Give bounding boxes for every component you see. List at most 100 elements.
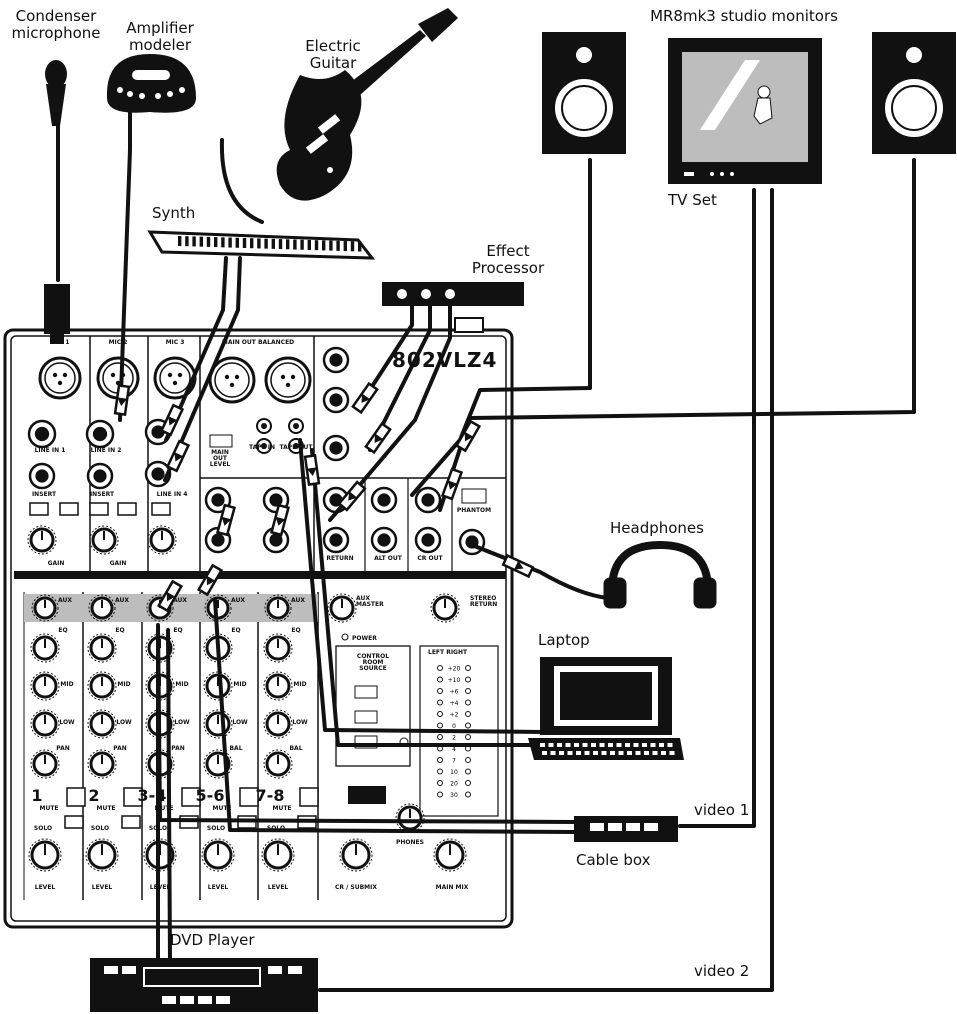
label-electric-guitar: Electric Guitar — [305, 37, 361, 73]
synth-key — [250, 238, 254, 249]
effect-cable-2 — [368, 303, 432, 452]
mixer-main-out-label: MAIN OUT BALANCED — [221, 339, 295, 346]
laptop-cable-2 — [310, 448, 547, 747]
jack-alt-out-r — [370, 526, 398, 554]
plug-effect-1 — [351, 381, 379, 415]
laptop-key — [599, 743, 605, 747]
laptop-key — [548, 743, 554, 747]
pan-label-ch5: BAL — [289, 745, 303, 752]
synth-cable-l — [164, 256, 228, 442]
pan-label-ch4: BAL — [229, 745, 243, 752]
label-video-1: video 1 — [694, 801, 750, 819]
mixer-unit — [3, 317, 514, 929]
mixer-power-label: POWER — [352, 635, 377, 642]
mixer-stereo-return-label: STEREO RETURN — [470, 595, 498, 608]
mute-label-ch3: MUTE — [154, 805, 174, 812]
effect-cable-1 — [358, 303, 414, 407]
meter-mark: 10 — [450, 769, 458, 776]
gain-knob-2 — [89, 525, 119, 555]
label-dvd-player: DVD Player — [170, 931, 255, 949]
effect-processor-icon — [382, 282, 524, 306]
cable-runs — [56, 110, 916, 992]
label-video-2: video 2 — [694, 962, 750, 980]
low-label-ch5: LOW — [292, 719, 308, 726]
jack-line-in-2 — [85, 419, 115, 449]
synth-key — [192, 236, 196, 247]
jack-return-r — [322, 526, 350, 554]
headphones-cable — [470, 543, 610, 600]
mixer-line-in-2-label: LINE IN 2 — [90, 447, 122, 454]
jack-alt-out-l — [370, 486, 398, 514]
synth-key — [307, 239, 311, 250]
synth-key — [178, 236, 182, 246]
cable-plugs — [113, 381, 535, 613]
laptop-key — [635, 751, 641, 755]
eq-label-ch5: EQ — [291, 627, 301, 634]
meter-led-right — [465, 665, 471, 671]
solo-label-ch5: SOLO — [266, 825, 286, 832]
channel-number-2: 2 — [88, 786, 100, 805]
guitar-cable — [219, 138, 264, 224]
mute-label-ch1: MUTE — [39, 805, 59, 812]
speaker-icon — [542, 32, 626, 154]
channel-number-1: 1 — [31, 786, 43, 805]
mute-label-ch4: MUTE — [212, 805, 232, 812]
mid-label-ch3: MID — [175, 681, 189, 688]
level-knob-ch4 — [201, 838, 235, 872]
synth-key — [336, 240, 340, 251]
aux-label-ch3: AUX — [173, 597, 187, 604]
plug-monitor-left — [454, 419, 482, 453]
plug-headphones — [501, 553, 535, 579]
laptop-key — [584, 751, 590, 755]
xlr-input-1 — [38, 356, 82, 400]
mixer-brand: 802VLZ4 — [392, 348, 498, 372]
mixer-main-out-level-label: MAIN OUT LEVEL — [209, 449, 231, 468]
label-synth: Synth — [152, 204, 196, 222]
laptop-key — [652, 751, 658, 755]
laptop-key — [669, 751, 675, 755]
rca-jack-3 — [288, 418, 304, 434]
effect-cable-3 — [328, 303, 452, 522]
synth-key — [221, 237, 225, 248]
meter-mark: +4 — [450, 700, 459, 707]
mute-button-ch3 — [181, 787, 201, 807]
synth-key — [358, 241, 362, 252]
aux-label-ch2: AUX — [115, 597, 129, 604]
solo-label-ch3: SOLO — [148, 825, 168, 832]
aux-label-ch4: AUX — [231, 597, 245, 604]
mixer-cr-submix-label: CR / SUBMIX — [335, 884, 377, 891]
synth-key — [214, 237, 218, 248]
mixer-control-room-label: CONTROL ROOM SOURCE — [356, 653, 390, 672]
eq-label-ch4: EQ — [231, 627, 241, 634]
label-amplifier-modeler: Amplifier modeler — [126, 19, 194, 55]
synth-key — [300, 239, 304, 250]
synth-key — [293, 239, 297, 250]
synth-key — [228, 237, 232, 248]
mixer-return-label: RETURN — [326, 555, 354, 562]
level-label-ch5: LEVEL — [267, 884, 289, 891]
label-cable-box: Cable box — [576, 851, 651, 869]
plug-line-5 — [216, 503, 236, 537]
channel-number-4: 5-6 — [195, 786, 225, 805]
meter-led-right — [465, 791, 471, 798]
laptop-key — [550, 751, 556, 755]
low-label-ch1: LOW — [59, 719, 75, 726]
laptop-key — [618, 751, 624, 755]
rca-jack-1 — [256, 418, 272, 434]
synth-key — [343, 241, 347, 252]
eq-low-knob-ch2 — [87, 709, 117, 739]
switch-insert-1b — [59, 502, 79, 516]
meter-mark: +6 — [450, 689, 459, 696]
aux-knob-ch2 — [88, 594, 116, 622]
level-label-ch1: LEVEL — [34, 884, 56, 891]
meter-led-right — [465, 734, 471, 740]
cable-box-icon — [574, 816, 678, 842]
meter-led-left — [437, 688, 443, 694]
mixer-gain-1-label: GAIN — [47, 560, 65, 567]
laptop-key — [542, 751, 547, 755]
plug-dvd-1 — [156, 579, 184, 613]
mixer-gain-2-label: GAIN — [109, 560, 127, 567]
mid-label-ch5: MID — [293, 681, 307, 688]
monitor-left-cable — [410, 158, 592, 497]
meter-led-left — [437, 780, 443, 786]
